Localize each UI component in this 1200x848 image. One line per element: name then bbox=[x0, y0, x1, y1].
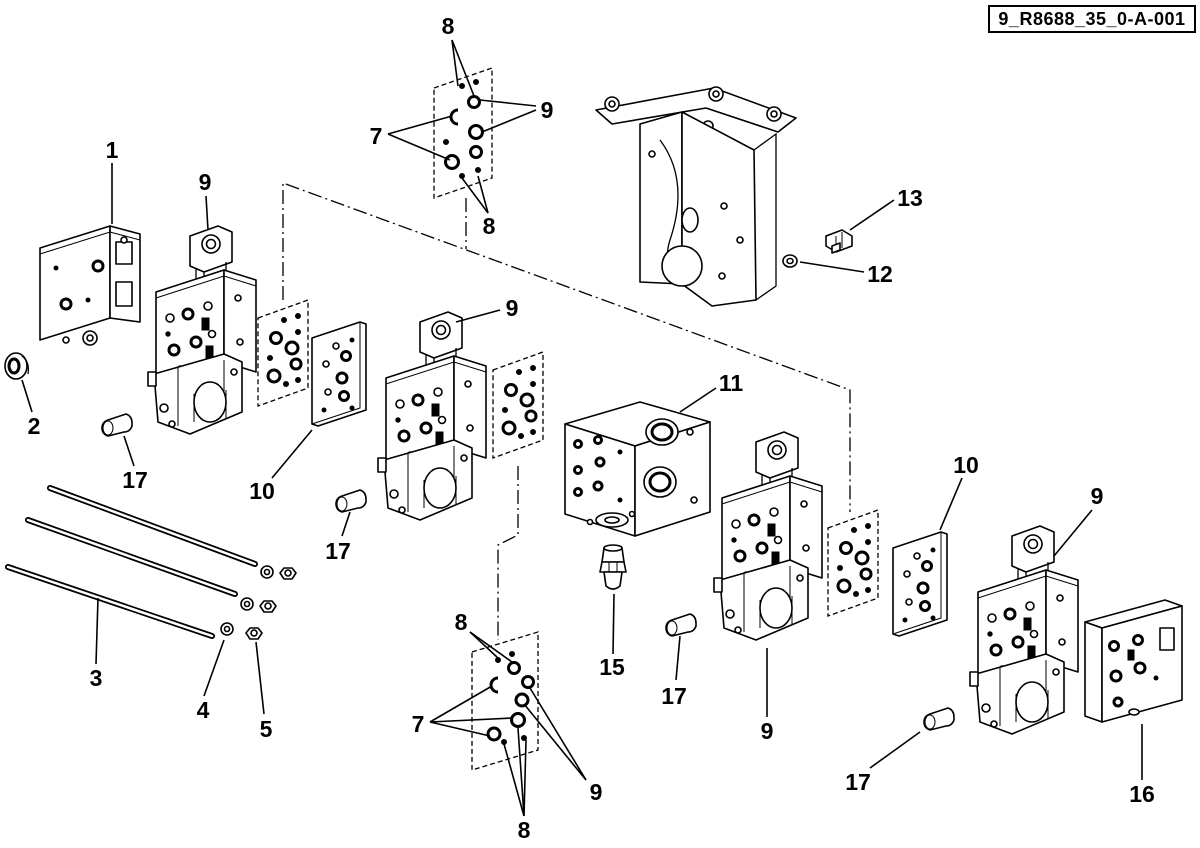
callout-label: 8 bbox=[455, 609, 468, 635]
pin-2 bbox=[335, 489, 367, 513]
assembly-line-lower bbox=[497, 466, 519, 640]
bracket-bolt-part bbox=[825, 229, 853, 254]
callout-label: 16 bbox=[1129, 781, 1155, 807]
tie-rods-part bbox=[5, 485, 258, 639]
callout-label: 17 bbox=[325, 538, 351, 564]
callout-label: 9 bbox=[761, 718, 774, 744]
callout-label: 17 bbox=[122, 467, 148, 493]
reference-id: 9_R8688_35_0-A-001 bbox=[988, 5, 1196, 33]
valve-section-4 bbox=[968, 524, 1080, 736]
valve-section-2 bbox=[376, 310, 488, 522]
callout-label: 17 bbox=[845, 769, 871, 795]
callout-label: 9 bbox=[1091, 483, 1104, 509]
callout-label: 7 bbox=[370, 123, 383, 149]
callout-label: 3 bbox=[90, 665, 103, 691]
callout-label: 11 bbox=[719, 370, 744, 396]
pin-3 bbox=[665, 613, 697, 637]
mounting-bracket-part bbox=[595, 86, 797, 307]
callout-label: 5 bbox=[260, 716, 273, 742]
junction-block-part bbox=[564, 401, 711, 537]
callout-label: 13 bbox=[897, 185, 923, 211]
end-plate-part bbox=[1084, 599, 1183, 723]
callout-label: 9 bbox=[199, 169, 212, 195]
bracket-washer-part bbox=[782, 254, 798, 268]
callout-label: 2 bbox=[28, 413, 41, 439]
callout-label: 9 bbox=[506, 295, 519, 321]
callout-label: 8 bbox=[518, 817, 531, 843]
inlet-cover-part bbox=[39, 225, 141, 346]
callout-label: 10 bbox=[249, 478, 275, 504]
callout-label: 9 bbox=[541, 97, 554, 123]
valve-section-1 bbox=[146, 224, 258, 436]
assembly-line-main bbox=[282, 182, 851, 512]
callout-label: 4 bbox=[197, 697, 210, 723]
callout-label: 8 bbox=[483, 213, 496, 239]
callout-label: 12 bbox=[867, 261, 893, 287]
gasket-plate-1 bbox=[256, 298, 310, 408]
callout-label: 15 bbox=[599, 654, 625, 680]
gasket-plate-2 bbox=[491, 350, 545, 460]
callout-label: 1 bbox=[106, 137, 119, 163]
valve-section-3 bbox=[712, 430, 824, 642]
callout-label: 8 bbox=[442, 13, 455, 39]
leader-lines bbox=[21, 39, 1143, 817]
intermediate-plate-2 bbox=[891, 530, 949, 638]
check-valve-fitting-part bbox=[599, 544, 627, 590]
gasket-plate-bottom bbox=[471, 631, 539, 771]
pin-1 bbox=[101, 413, 133, 437]
callout-label: 7 bbox=[412, 711, 425, 737]
nuts-part bbox=[245, 567, 297, 640]
intermediate-plate-1 bbox=[310, 320, 368, 428]
plug-fitting-part bbox=[4, 352, 30, 380]
callout-label: 9 bbox=[590, 779, 603, 805]
gasket-plate-3 bbox=[826, 508, 880, 618]
pin-4 bbox=[923, 707, 955, 731]
callout-label: 17 bbox=[661, 683, 687, 709]
washers-part bbox=[220, 565, 274, 636]
callout-label: 10 bbox=[953, 452, 979, 478]
